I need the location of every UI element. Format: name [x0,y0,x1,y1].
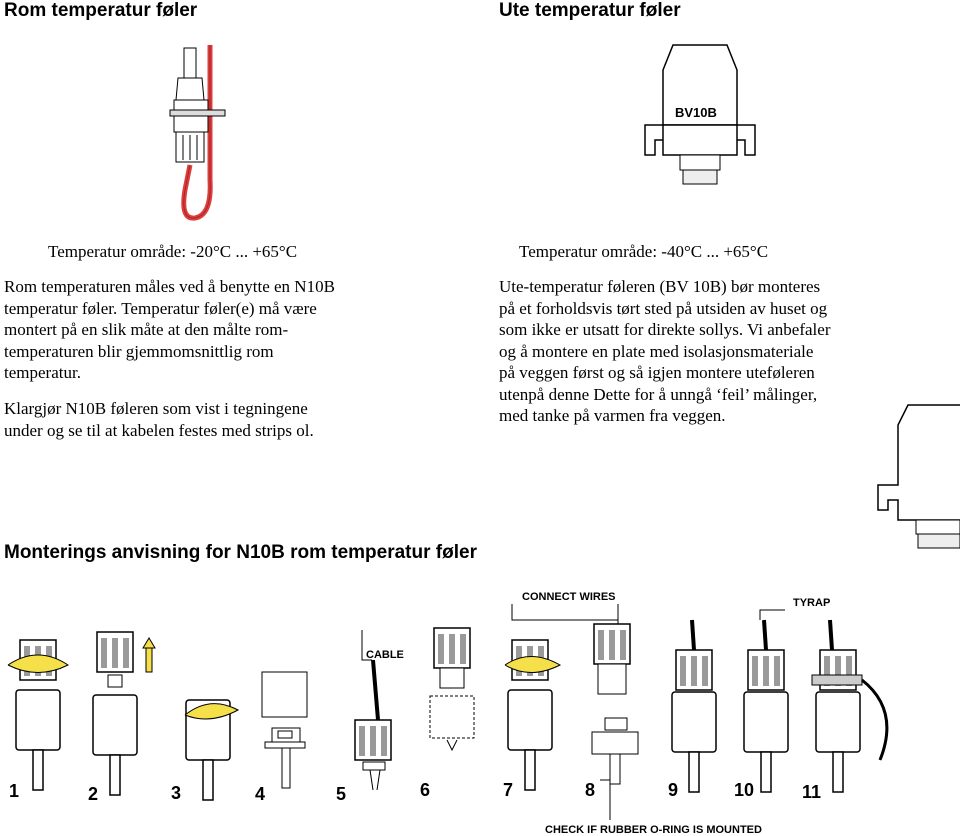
heading-room-sensor: Rom temperatur føler [4,0,198,21]
step-number: 2 [88,784,99,804]
text-line: Klargjør N10B føleren som vist i tegning… [4,399,308,418]
heading-mounting: Monterings anvisning for N10B rom temper… [4,542,477,563]
text-line: med tanke på varmen fra veggen. [499,406,726,425]
step-5-figure [354,659,392,791]
step-number: 10 [734,780,755,800]
step-number: 11 [802,782,822,802]
text-line: på et forholdsvis tørt sted på utsiden a… [499,298,828,318]
mounting-steps-illustration [7,619,889,801]
step-11-figure [811,619,889,793]
step-10-figure [743,619,789,793]
text-line: temperatur. [4,363,81,382]
text-line: på veggen først og så igjen montere utef… [499,363,815,382]
outdoor-description: Ute-temperatur føleren (BV 10B) bør mont… [499,276,831,427]
label-cable: CABLE [366,649,404,661]
room-description: Rom temperaturen måles ved å benytte en … [4,276,335,384]
text-line: som ikke er utsatt for direkte sollys. V… [499,320,831,339]
step-number: 3 [171,783,182,803]
text-line: temperatur føler. Temperatur føler(e) må… [4,298,317,318]
step-8-figure [591,623,639,785]
step-number: 7 [503,780,514,800]
step-9-figure [671,619,717,793]
label-tyrap: TYRAP [793,597,831,609]
step-number: 9 [668,780,679,800]
label-connect-wires: CONNECT WIRES [522,591,616,603]
range-room: Temperatur område: -20°C ... +65°C [48,242,298,261]
text-line: montert på en slik måte at den målte rom… [4,320,289,339]
step-number: 8 [585,780,596,800]
step-number: 4 [255,784,266,804]
step-number: 1 [9,781,20,801]
label-oring-check: CHECK IF RUBBER O-RING IS MOUNTED [545,824,762,836]
text-line: under og se til at kabelen festes med st… [4,420,314,440]
text-line: utenpå denne Dette for å unngå ‘feil’ må… [499,384,818,404]
step-3-figure [184,699,240,801]
range-outdoor: Temperatur område: -40°C ... +65°C [519,242,769,261]
text-line: Rom temperaturen måles ved å benytte en … [4,277,335,296]
step-1-figure [7,639,69,791]
text-line: Ute-temperatur føleren (BV 10B) bør mont… [499,277,821,296]
device-label: BV10B [675,105,717,120]
step-7-figure [504,639,562,791]
text-line: og å montere en plate med isolasjonsmate… [499,341,814,361]
text-line: temperaturen blir gjemmomsnittlig rom [4,341,274,361]
room-sensor-illustration [169,45,226,221]
outdoor-sensor-illustration [644,44,756,185]
step-6-figure [429,627,475,752]
room-instruction: Klargjør N10B føleren som vist i tegning… [4,398,314,441]
step-2-figure [92,631,156,796]
step-number: 6 [420,780,431,800]
outdoor-sensor-side-view [877,404,960,549]
step-4-figure [261,671,308,789]
heading-outdoor-sensor: Ute temperatur føler [499,0,681,21]
step-number: 5 [336,784,347,804]
